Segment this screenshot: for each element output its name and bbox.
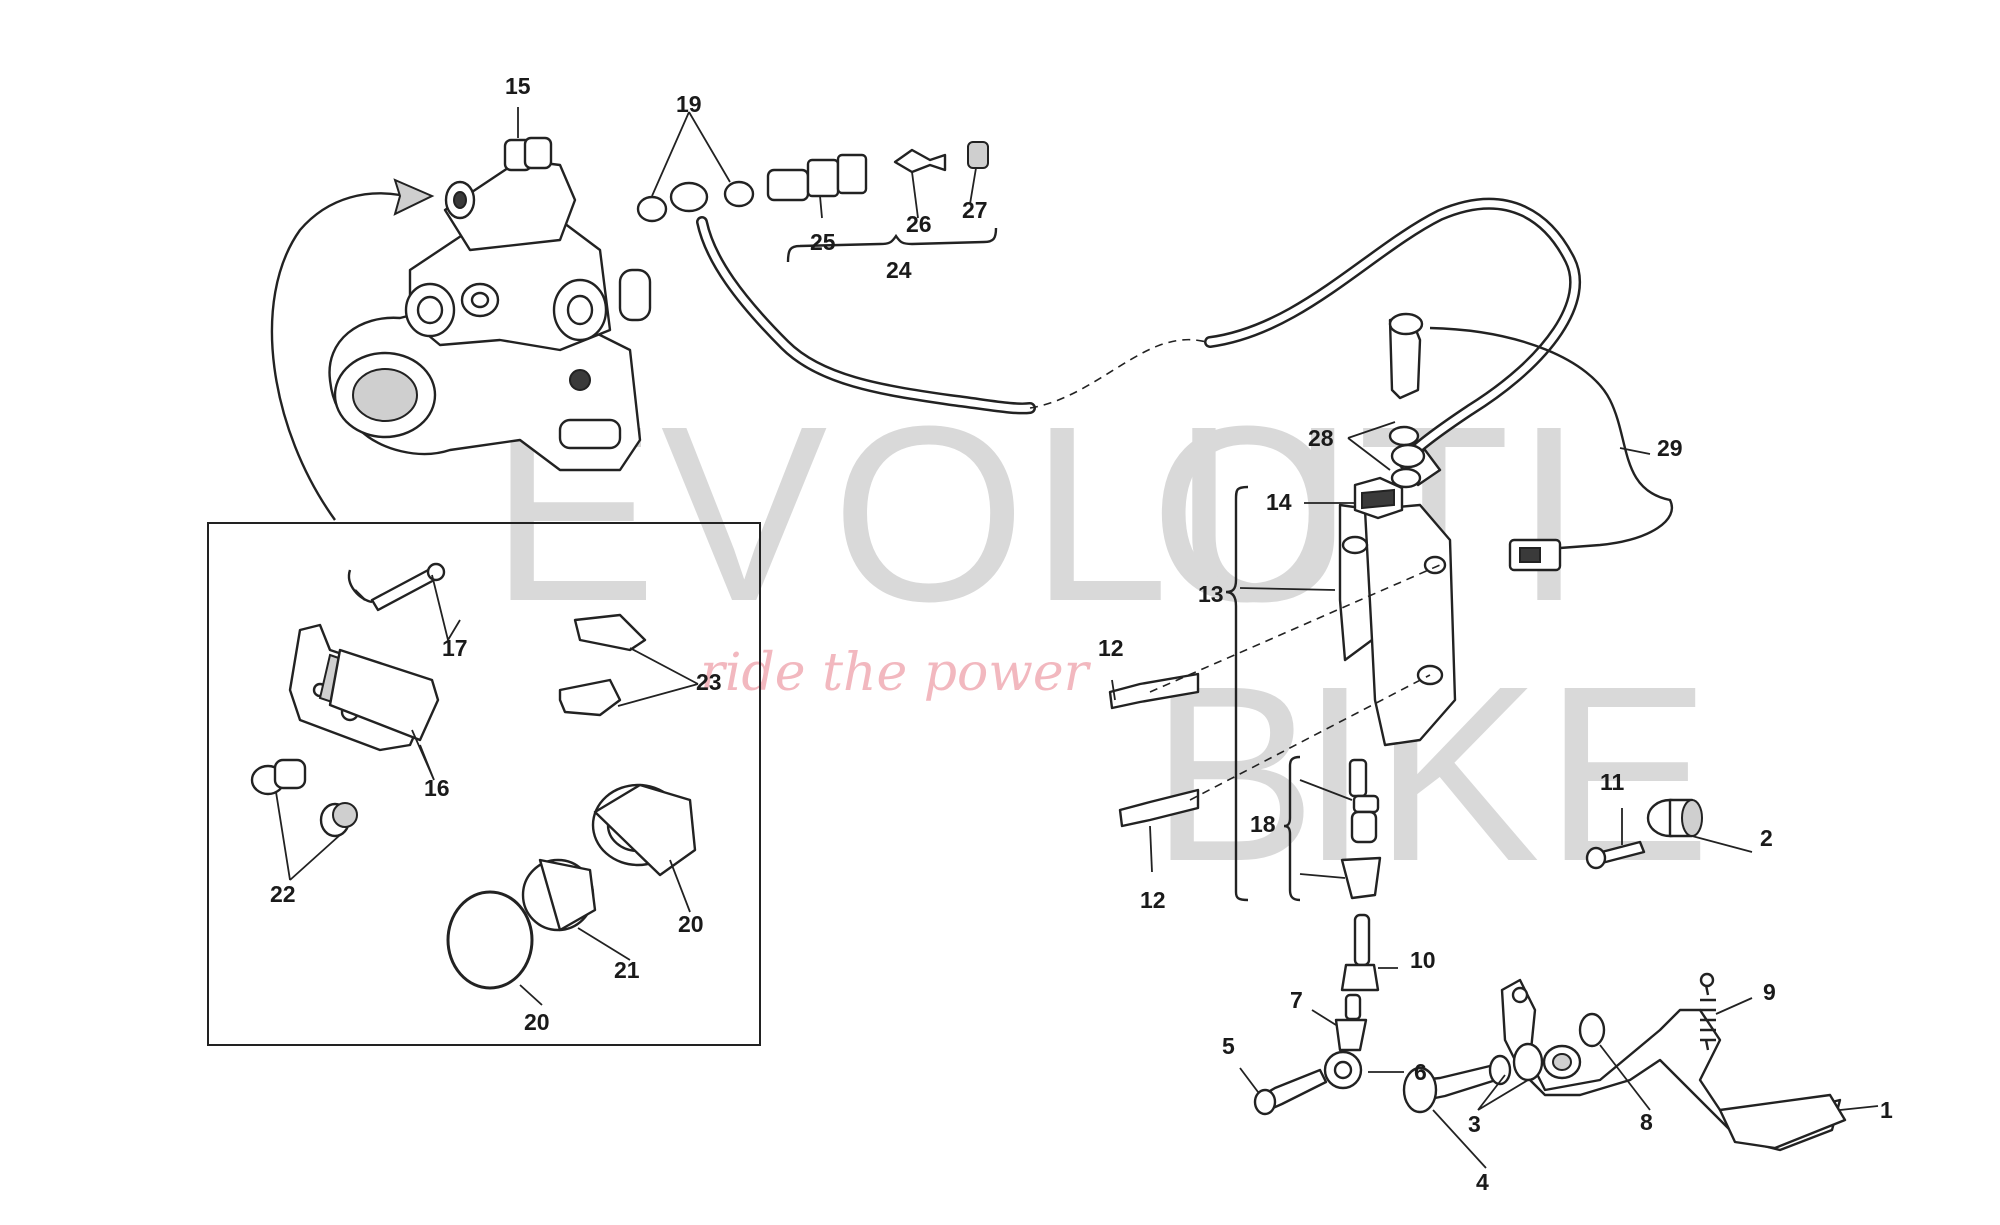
bolt-axis-lower [1189,674,1431,801]
callout-labels: 15 19 25 26 27 24 28 29 14 13 12 12 18 1… [270,73,1893,1195]
bolt-axis-upper [1149,564,1441,693]
callout-20-upper: 20 [678,911,704,937]
clevis [1323,993,1368,1090]
master-cylinder-banjo [1388,425,1442,489]
caliper-detail-inset [207,522,761,1046]
callout-14: 14 [1266,489,1292,515]
callout-8: 8 [1640,1109,1653,1135]
callout-12-upper: 12 [1098,635,1124,661]
master-cylinder [1338,476,1457,747]
brake-pedal [1500,978,1847,1152]
callout-17: 17 [442,635,468,661]
watermark-tagline: ride the power [700,643,1092,703]
callout-27: 27 [962,197,988,223]
callout-11: 11 [1600,769,1625,795]
pushrod [1340,913,1380,992]
callout-22: 22 [270,881,296,907]
banjo-fitting-assembly [636,141,989,223]
bracket-24 [786,227,998,263]
callout-29: 29 [1657,435,1683,461]
callout-7: 7 [1290,987,1303,1013]
callout-26: 26 [906,211,932,237]
pivot-spacer [1646,798,1703,838]
brake-light-switch [1388,312,1673,572]
brake-hose-break [1029,338,1211,409]
callout-1: 1 [1880,1097,1893,1123]
callout-2: 2 [1760,825,1773,851]
callout-19: 19 [676,91,702,117]
brake-pads [288,623,440,752]
callout-21: 21 [614,957,640,983]
callout-28: 28 [1308,425,1334,451]
pistons-and-seals [446,783,697,990]
leader-lines [275,107,1879,1169]
pedal-pivot-hardware [1402,1012,1606,1114]
master-cylinder-internals [1340,758,1382,900]
arrow-head-icon [393,178,435,216]
callout-25: 25 [810,229,836,255]
callout-6: 6 [1414,1059,1427,1085]
callout-9: 9 [1763,979,1776,1005]
callout-24: 24 [886,257,912,283]
callout-3: 3 [1468,1111,1481,1137]
callout-15: 15 [505,73,531,99]
clevis-bolt [1253,1068,1328,1116]
brake-caliper [328,136,652,472]
pad-pin [347,562,446,612]
callout-4: 4 [1476,1169,1489,1195]
callout-5: 5 [1222,1033,1235,1059]
callout-18: 18 [1250,811,1276,837]
bracket-18 [1283,755,1301,902]
callout-20-lower: 20 [524,1009,550,1035]
pad-springs [558,613,647,717]
inset-reference-arrow [270,192,401,521]
callout-12-lower: 12 [1140,887,1166,913]
callout-13: 13 [1198,581,1224,607]
callout-16: 16 [424,775,450,801]
callout-23: 23 [696,669,722,695]
return-spring [1699,972,1716,1051]
watermark-big-o: O [1150,374,1348,653]
callout-10: 10 [1410,947,1436,973]
caliper-plugs [250,758,358,838]
bracket-13 [1225,485,1249,902]
pivot-bolt [1585,840,1646,870]
